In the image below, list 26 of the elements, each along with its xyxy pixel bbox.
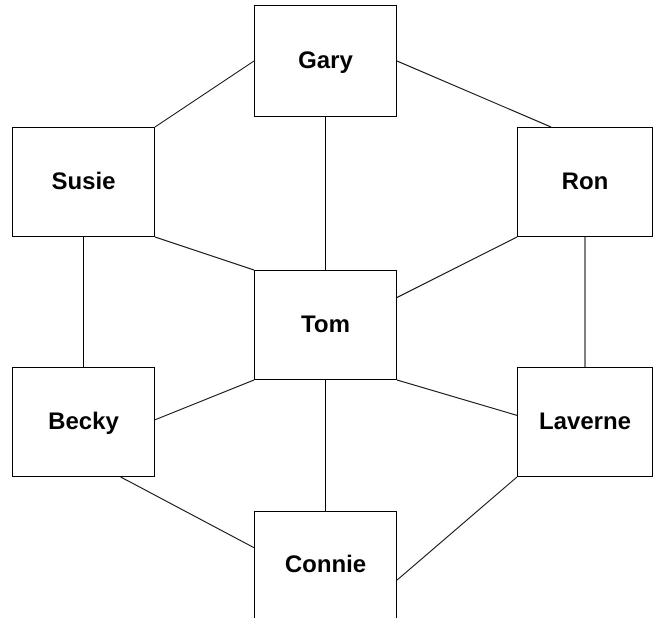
person-box xyxy=(517,127,653,237)
name-label: Ron xyxy=(562,168,608,196)
name-label: Tom xyxy=(301,311,350,339)
connector-line xyxy=(325,380,326,512)
person-box xyxy=(517,367,653,477)
connector-line xyxy=(584,236,586,368)
person-box xyxy=(254,511,397,618)
connector-line xyxy=(120,476,254,548)
name-label: Becky xyxy=(48,408,119,436)
connector-line xyxy=(396,236,518,298)
person-box xyxy=(254,5,397,117)
name-label: Connie xyxy=(284,551,366,579)
connector-line xyxy=(154,60,254,128)
connector-line xyxy=(325,116,326,270)
connector-line xyxy=(154,380,254,420)
connector-line xyxy=(154,236,254,270)
name-label: Susie xyxy=(51,168,116,196)
connector-line xyxy=(396,476,518,581)
name-label: Gary xyxy=(298,47,353,75)
person-box xyxy=(12,367,155,477)
connector-line xyxy=(83,236,84,368)
connector-line xyxy=(396,60,552,128)
person-box xyxy=(12,127,155,237)
connector-line xyxy=(396,380,518,416)
person-box xyxy=(254,270,397,380)
name-label: Laverne xyxy=(538,408,632,436)
